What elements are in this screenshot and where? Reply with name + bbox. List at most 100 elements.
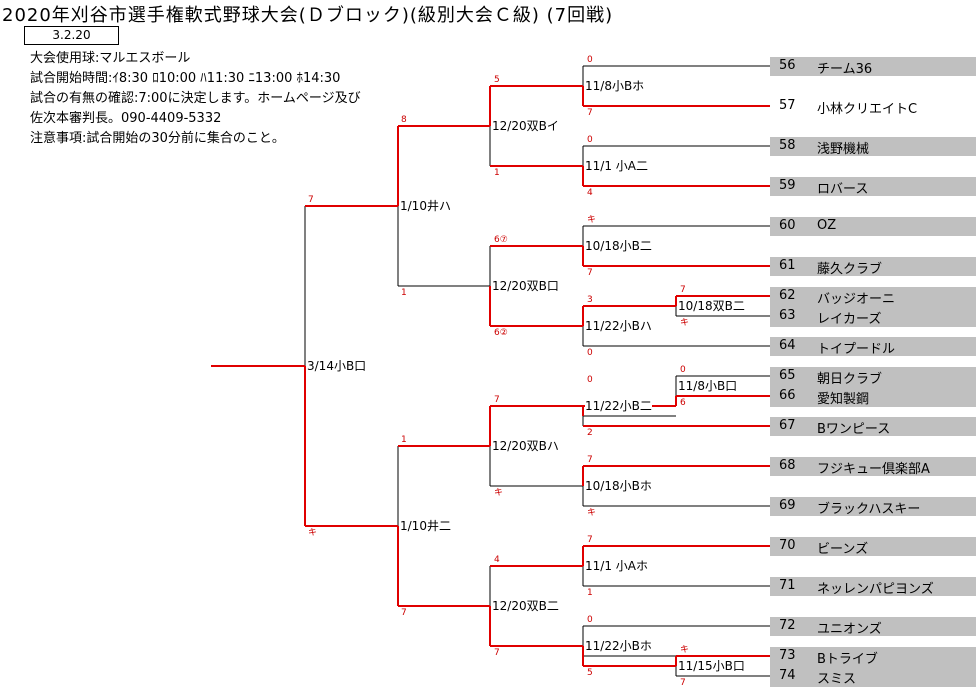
team-bar <box>770 367 976 407</box>
date-box: 3.2.20 <box>24 26 119 45</box>
score: 6② <box>494 328 508 338</box>
info-start-times: 試合開始時間:ｲ8:30 ﾛ10:00 ﾊ11:30 ﾆ13:00 ﾎ14:30 <box>30 71 341 86</box>
score: 5 <box>587 668 593 678</box>
score: 0 <box>680 365 686 375</box>
team-bar <box>770 137 976 156</box>
team-number: 59 <box>779 178 796 193</box>
score: 0 <box>587 135 593 145</box>
team-number: 69 <box>779 498 796 513</box>
team-number: 68 <box>779 458 796 473</box>
score: 2 <box>587 428 593 438</box>
match-label: 11/8小B口 <box>678 379 738 393</box>
match-label: 11/15小B口 <box>678 659 745 673</box>
team-bar <box>770 217 976 236</box>
team-number: 63 <box>779 308 796 323</box>
team-number: 70 <box>779 538 796 553</box>
team-name: 小林クリエイトC <box>817 102 918 117</box>
score: 4 <box>494 555 500 565</box>
match-label: 12/20双Bイ <box>492 119 559 133</box>
team-name: ビーンズ <box>817 542 869 557</box>
match-label: 1/10井二 <box>400 519 451 533</box>
team-bar <box>770 287 976 327</box>
team-number: 56 <box>779 58 796 73</box>
score: 0 <box>587 55 593 65</box>
score: 1 <box>401 435 407 445</box>
match-label: 11/22小Bホ <box>585 639 652 653</box>
score: 7 <box>587 455 593 465</box>
team-number: 62 <box>779 288 796 303</box>
match-label: 1/10井ハ <box>400 199 451 213</box>
match-label: 10/18双B二 <box>678 299 745 313</box>
info-ball: 大会使用球:マルエスボール <box>30 51 191 66</box>
score: 0 <box>587 375 593 385</box>
team-name: フジキュー倶楽部A <box>817 462 930 477</box>
score: 7 <box>680 285 686 295</box>
team-number: 61 <box>779 258 796 273</box>
score: 8 <box>401 115 407 125</box>
team-number: 66 <box>779 388 796 403</box>
team-bar <box>770 457 976 476</box>
score: 4 <box>587 188 593 198</box>
match-label: 11/1 小A二 <box>585 159 648 173</box>
team-name: バッジオーニ <box>817 292 896 307</box>
page-title: 2020年刈谷市選手権軟式野球大会(Ｄブロック)(級別大会Ｃ級) (7回戦) <box>2 5 614 26</box>
score: 7 <box>587 108 593 118</box>
match-label: 12/20双B口 <box>492 279 559 293</box>
score: キ <box>680 318 690 328</box>
team-bar <box>770 647 976 687</box>
team-name: スミス <box>817 672 857 687</box>
team-bar <box>770 257 976 276</box>
team-name: Bワンピース <box>817 422 891 437</box>
score: キ <box>308 528 318 538</box>
team-name: ユニオンズ <box>817 622 882 637</box>
team-bar <box>770 57 976 76</box>
score: 0 <box>587 615 593 625</box>
team-name: チーム36 <box>817 62 873 77</box>
team-number: 64 <box>779 338 796 353</box>
team-name: 愛知製鋼 <box>817 392 870 407</box>
team-name: レイカーズ <box>817 312 882 327</box>
team-number: 60 <box>779 218 796 233</box>
team-number: 67 <box>779 418 796 433</box>
info-confirmation: 試合の有無の確認:7:00に決定します。ホームページ及び <box>30 91 361 106</box>
team-name: ロバース <box>817 182 869 197</box>
team-bar <box>770 537 976 556</box>
score: 1 <box>494 168 500 178</box>
match-label: 12/20双B二 <box>492 599 559 613</box>
score: 7 <box>401 608 407 618</box>
team-name: 朝日クラブ <box>817 372 883 387</box>
info-notes: 注意事項:試合開始の30分前に集合のこと。 <box>30 131 285 146</box>
team-name: 藤久クラブ <box>817 262 883 277</box>
score: 7 <box>587 535 593 545</box>
team-number: 57 <box>779 98 796 113</box>
info-referee: 佐次本審判長。090-4409-5332 <box>30 111 222 126</box>
match-label: 3/14小B口 <box>307 359 367 373</box>
team-bar <box>770 177 976 196</box>
team-number: 73 <box>779 648 796 663</box>
match-label: 11/22小B二 <box>585 399 652 413</box>
score: キ <box>587 508 597 518</box>
team-name: OZ <box>817 218 837 233</box>
score: キ <box>494 488 504 498</box>
match-label: 11/22小Bハ <box>585 319 652 333</box>
score: 7 <box>494 648 500 658</box>
score: キ <box>587 215 597 225</box>
score: 0 <box>587 348 593 358</box>
match-label: 12/20双Bハ <box>492 439 559 453</box>
team-number: 58 <box>779 138 796 153</box>
team-bar <box>770 337 976 356</box>
score: 7 <box>587 268 593 278</box>
score: 5 <box>494 75 500 85</box>
score: 1 <box>401 288 407 298</box>
score: 6⑦ <box>494 235 508 245</box>
team-bar <box>770 577 976 596</box>
team-bar <box>770 617 976 636</box>
team-number: 71 <box>779 578 796 593</box>
score: 6 <box>680 398 686 408</box>
score: 7 <box>680 678 686 688</box>
team-bar <box>770 417 976 436</box>
team-number: 65 <box>779 368 796 383</box>
score: 1 <box>587 588 593 598</box>
match-label: 11/1 小Aホ <box>585 559 648 573</box>
